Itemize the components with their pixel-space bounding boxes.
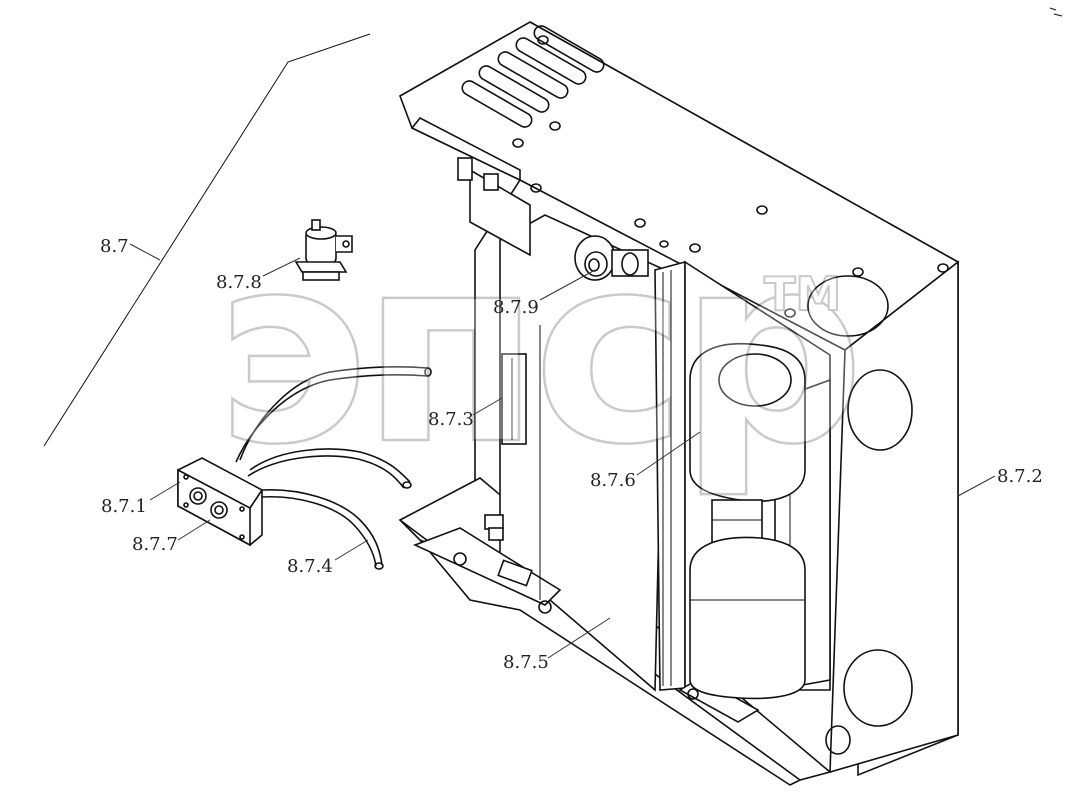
control-panel	[177, 457, 263, 547]
blower-fan	[689, 342, 806, 700]
hoses	[235, 366, 432, 570]
vent-slots	[461, 25, 605, 128]
label-assembly: 8.7	[100, 236, 129, 257]
switch-knob	[210, 501, 228, 519]
bracket-bolt	[457, 157, 499, 191]
label-8-7-3: 8.7.3	[428, 409, 474, 430]
watermark: эпср TM	[214, 199, 867, 504]
watermark-text: эпср	[215, 200, 857, 502]
label-8-7-1: 8.7.1	[101, 496, 147, 517]
label-8-7-6: 8.7.6	[590, 470, 636, 491]
label-8-7-5: 8.7.5	[503, 652, 549, 673]
label-8-7-2: 8.7.2	[997, 466, 1043, 487]
label-8-7-8: 8.7.8	[216, 272, 262, 293]
watermark-trademark: TM	[764, 267, 841, 321]
heater-core	[484, 325, 541, 600]
core-fitting-bottom	[484, 514, 504, 541]
part-labels: 8.7 8.7.8 8.7.9 8.7.3 8.7.6 8.7.2 8.7.1 …	[100, 236, 1043, 673]
leader-lines	[129, 243, 996, 659]
switch-knob	[189, 487, 207, 505]
corner-mark	[1049, 7, 1063, 17]
relay-8-7-8	[294, 219, 353, 281]
valve-8-7-9	[574, 235, 649, 281]
label-8-7-7: 8.7.7	[132, 534, 178, 555]
label-8-7-9: 8.7.9	[493, 297, 539, 318]
label-8-7-4: 8.7.4	[287, 556, 333, 577]
assembly-bracket-line	[43, 33, 371, 447]
mounting-holes	[512, 35, 949, 318]
